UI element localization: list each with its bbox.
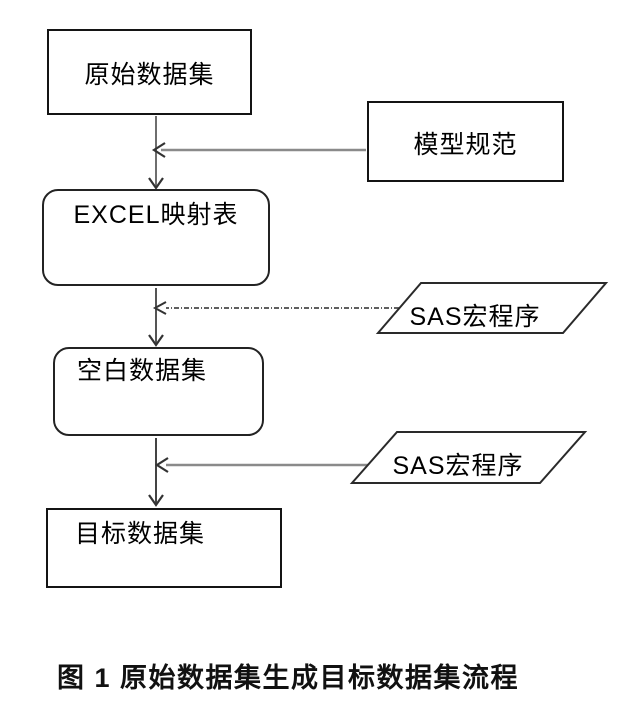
arrowhead-left-2 xyxy=(152,301,167,315)
node-original-dataset-label: 原始数据集 xyxy=(84,60,215,89)
node-sas-macro-2-label: SAS宏程序 xyxy=(392,452,524,480)
node-sas-macro-2-label-wrap: SAS宏程序 xyxy=(383,446,533,482)
arrowhead-down-1 xyxy=(148,177,164,190)
node-target-dataset-label: 目标数据集 xyxy=(75,520,206,548)
node-sas-macro-1-label-wrap: SAS宏程序 xyxy=(400,297,550,333)
node-blank-dataset-label: 空白数据集 xyxy=(77,357,208,385)
node-sas-macro-2-shape xyxy=(349,431,588,484)
node-target-dataset: 目标数据集 xyxy=(46,508,282,588)
node-excel-mapping-label: EXCEL映射表 xyxy=(73,201,239,229)
node-original-dataset: 原始数据集 xyxy=(47,29,252,115)
node-sas-macro-1-label: SAS宏程序 xyxy=(409,303,541,331)
node-sas-macro-1-shape xyxy=(375,282,609,334)
node-excel-mapping: EXCEL映射表 xyxy=(42,189,270,286)
arrowhead-left-3 xyxy=(154,457,169,473)
arrowhead-down-3 xyxy=(148,494,164,507)
figure-caption: 图 1 原始数据集生成目标数据集流程 xyxy=(57,663,520,693)
node-blank-dataset: 空白数据集 xyxy=(53,347,264,436)
node-model-spec-label: 模型规范 xyxy=(413,131,518,160)
arrowhead-left-1 xyxy=(151,142,166,158)
arrowhead-down-2 xyxy=(148,334,164,347)
node-model-spec: 模型规范 xyxy=(367,101,564,182)
